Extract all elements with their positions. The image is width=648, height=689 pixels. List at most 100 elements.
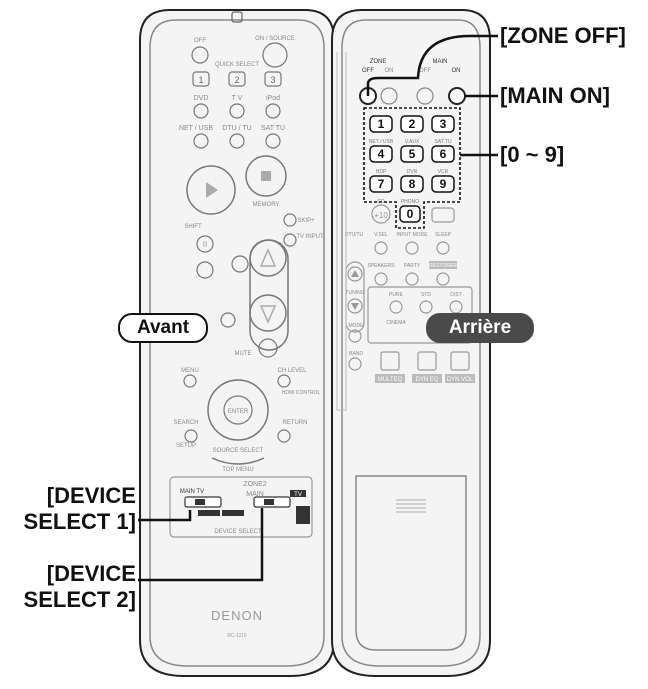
key-4-button[interactable]: [369, 145, 393, 163]
device-2-badge: [222, 510, 244, 516]
key-8-button[interactable]: [400, 175, 424, 193]
tuning-down-button[interactable]: [347, 298, 363, 314]
forward-button[interactable]: [231, 255, 249, 273]
tv-input-button[interactable]: [283, 233, 297, 247]
speakers-label: SPEAKERS: [368, 263, 396, 269]
tuning-up-button[interactable]: [347, 266, 363, 282]
key-sat-tu-label: SAT TU: [434, 139, 452, 145]
source-dvd-button[interactable]: [193, 103, 209, 119]
top-menu-label: TOP MENU: [222, 467, 253, 473]
restorer-button[interactable]: [436, 272, 450, 286]
quick-select-1-button[interactable]: [192, 71, 210, 87]
rewind-button[interactable]: [196, 261, 214, 279]
volume-down-button[interactable]: [249, 294, 287, 332]
key-3-button[interactable]: [431, 115, 455, 133]
source-tv-label: T V: [232, 95, 243, 102]
key-7-button[interactable]: [369, 175, 393, 193]
tv-input-label: TV INPUT: [296, 234, 324, 240]
key-5-button[interactable]: [400, 145, 424, 163]
menu-label: MENU: [181, 368, 199, 374]
back-label: Arrière: [426, 313, 534, 343]
party-button[interactable]: [405, 272, 419, 286]
key-6-label: 6: [440, 147, 447, 161]
dyn-eq-badge: [412, 374, 442, 383]
cinema-label: CINEMA: [386, 320, 406, 326]
play-button[interactable]: [186, 165, 236, 215]
mute-button[interactable]: [258, 338, 278, 358]
source-select-label: SOURCE SELECT: [213, 448, 264, 454]
search-button[interactable]: [184, 429, 198, 443]
memory-label: MEMORY: [253, 202, 280, 208]
main-off-button[interactable]: [416, 87, 434, 105]
source-dtu-tu-button[interactable]: [229, 133, 245, 149]
power-off-button[interactable]: [191, 46, 209, 64]
multeq-badge: [375, 374, 405, 383]
enter-button[interactable]: [223, 395, 253, 425]
key-2-label: 2: [409, 117, 416, 131]
main-on-button[interactable]: [448, 87, 466, 105]
std-label: STD: [421, 292, 431, 298]
number-keys-frame: [363, 107, 461, 229]
key-7-label: 7: [378, 177, 385, 191]
volume-up-button[interactable]: [249, 239, 287, 277]
quick-select-3-button[interactable]: [264, 71, 282, 87]
dtu-tu-label: DTU/TU: [345, 232, 364, 238]
key-0-button[interactable]: [399, 205, 421, 223]
dyn-eq-button[interactable]: [417, 351, 437, 371]
skip-minus-button[interactable]: [220, 312, 236, 328]
key-hdp-label: HDP: [376, 169, 387, 175]
hdmi-control-label: HDMI CONTROL: [282, 390, 321, 396]
plus10-button[interactable]: [371, 204, 391, 224]
mode-button[interactable]: [348, 329, 362, 343]
return-button[interactable]: [277, 429, 291, 443]
cover-edge: [336, 52, 347, 411]
mode-label: MODE: [349, 323, 365, 329]
cursor-pad[interactable]: [207, 379, 269, 441]
speakers-button[interactable]: [374, 272, 388, 286]
callout-leaders: [138, 34, 498, 582]
vsel-button[interactable]: [374, 241, 388, 255]
dyn-vol-button[interactable]: [450, 351, 470, 371]
tuning-label: TUNING: [345, 290, 364, 296]
quick-select-1-label: 1: [198, 75, 203, 85]
tuning-up-icon: [351, 270, 359, 277]
skip-plus-button[interactable]: [283, 213, 297, 227]
quick-select-2-label: 2: [234, 75, 239, 85]
sleep-label: SLEEP: [435, 232, 452, 238]
source-tv-button[interactable]: [229, 103, 245, 119]
device-select-label: DEVICE SELECT: [214, 529, 262, 535]
main-off-label: OFF: [419, 68, 431, 74]
multeq-button[interactable]: [380, 351, 400, 371]
tv-badge-label: TV: [294, 492, 302, 498]
source-net-usb-button[interactable]: [193, 133, 209, 149]
key-9-button[interactable]: [431, 175, 455, 193]
pure-button[interactable]: [389, 300, 403, 314]
source-sat-tu-button[interactable]: [265, 133, 281, 149]
quick-select-2-button[interactable]: [228, 71, 246, 87]
tuning-down-icon: [351, 303, 359, 310]
key-4-label: 4: [378, 147, 385, 161]
menu-button[interactable]: [183, 374, 197, 388]
device-select-2-callout-line1: [DEVICE: [46, 561, 136, 586]
device-select-1-leader: [138, 510, 192, 522]
source-ipod-button[interactable]: [265, 103, 281, 119]
key-1-button[interactable]: [369, 115, 393, 133]
input-mode-button[interactable]: [405, 241, 419, 255]
stop-button[interactable]: [245, 155, 287, 197]
key-8-label: 8: [409, 177, 416, 191]
power-on-source-button[interactable]: [262, 42, 288, 68]
sleep-button[interactable]: [436, 241, 450, 255]
device-select-2-leader: [138, 508, 264, 582]
ch-level-button[interactable]: [277, 374, 291, 388]
sat-cbl-button[interactable]: [431, 207, 455, 223]
key-net-usb-label: NET / USB: [369, 139, 394, 145]
std-button[interactable]: [419, 300, 433, 314]
zone-on-button[interactable]: [380, 87, 398, 105]
main-on-label: ON: [452, 68, 461, 74]
key-2-button[interactable]: [400, 115, 424, 133]
band-button[interactable]: [348, 357, 362, 371]
shift-button[interactable]: [196, 235, 214, 253]
dyn-vol-label: DYN VOL: [447, 377, 474, 383]
key-6-button[interactable]: [431, 145, 455, 163]
